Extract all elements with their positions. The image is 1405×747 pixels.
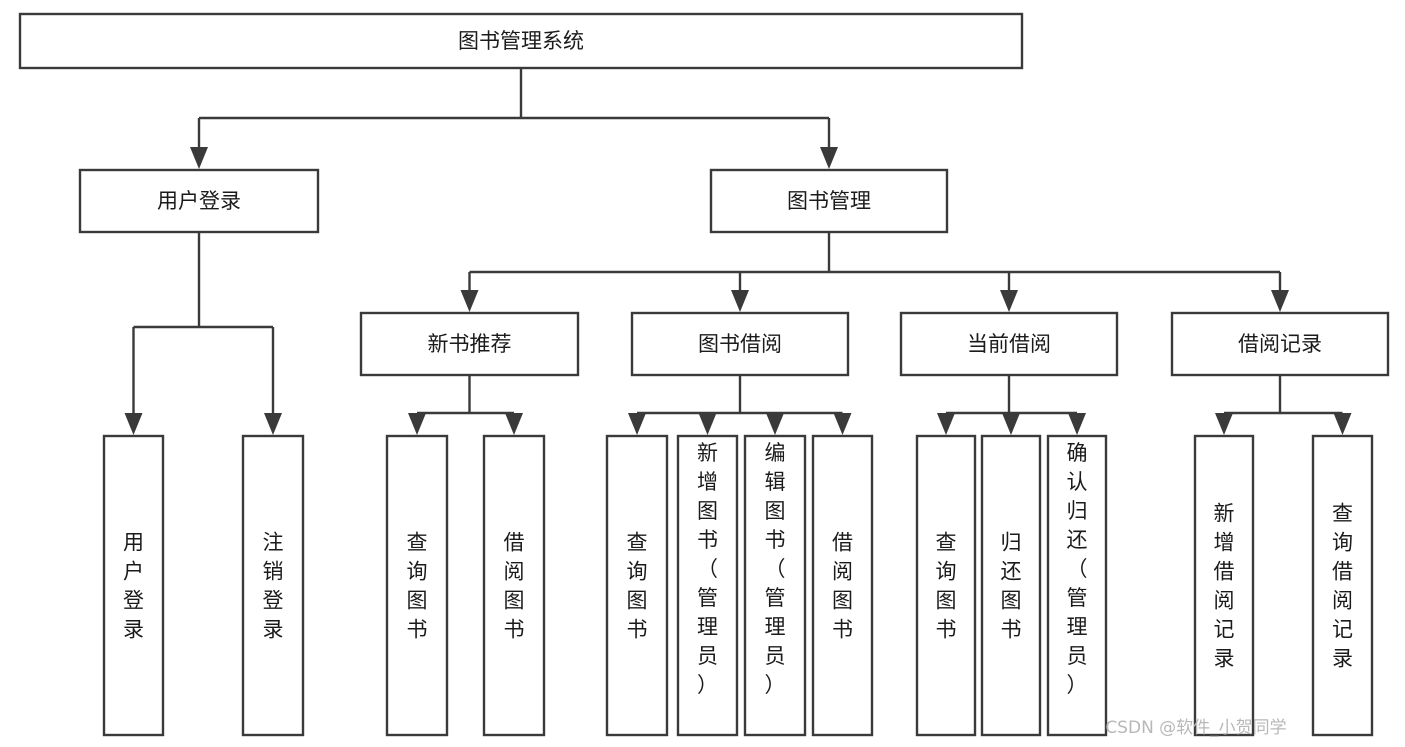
node-bb-add-book[interactable]: 新增图书（管理员） (676, 434, 739, 737)
node-label-nb-query-book: 查询图书 (407, 531, 428, 642)
node-cb-query-book[interactable]: 查询图书 (915, 434, 977, 737)
node-box-borrow-record[interactable] (1170, 311, 1390, 377)
node-label-cb-query-book: 查询图书 (936, 531, 957, 642)
arrow-head-icon (628, 413, 646, 435)
node-box-user-logout-leaf[interactable] (241, 434, 305, 737)
node-box-br-add-record[interactable] (1193, 434, 1255, 737)
arrow-head-icon (190, 147, 208, 169)
arrow-head-icon (1333, 413, 1352, 435)
node-label-user-login-leaf: 用户登录 (123, 531, 144, 642)
node-user-login[interactable]: 用户登录 (78, 168, 320, 234)
node-box-book-manage[interactable] (709, 168, 949, 234)
node-label-nb-borrow-book: 借阅图书 (504, 531, 525, 642)
node-br-query-record[interactable]: 查询借阅记录 (1311, 434, 1374, 737)
node-label-bb-add-book: 新增图书（管理员） (697, 441, 718, 697)
node-current-borrow[interactable]: 当前借阅 (899, 311, 1119, 377)
node-nb-borrow-book[interactable]: 借阅图书 (482, 434, 546, 737)
arrow-head-icon (1215, 413, 1233, 435)
node-book-manage[interactable]: 图书管理 (709, 168, 949, 234)
arrow-head-icon (820, 147, 838, 169)
node-label-br-add-record: 新增借阅记录 (1214, 502, 1235, 671)
node-box-cb-query-book[interactable] (915, 434, 977, 737)
node-br-add-record[interactable]: 新增借阅记录 (1193, 434, 1255, 737)
node-user-login-leaf[interactable]: 用户登录 (102, 434, 165, 737)
arrow-head-icon (937, 413, 955, 435)
arrow-head-icon (460, 290, 479, 312)
connector-layer (124, 68, 1352, 435)
node-label-new-book-recommend: 新书推荐 (428, 332, 512, 356)
csdn-watermark: CSDN @软件_小贺同学 (1105, 718, 1286, 738)
arrow-head-icon (1271, 290, 1289, 312)
arrow-head-icon (124, 413, 143, 435)
arrow-head-icon (408, 413, 426, 435)
node-box-book-borrow[interactable] (630, 311, 850, 377)
node-label-root: 图书管理系统 (458, 29, 584, 53)
node-bb-edit-book[interactable]: 编辑图书（管理员） (743, 434, 807, 737)
node-root[interactable]: 图书管理系统 (18, 12, 1024, 70)
node-box-bb-borrow-book[interactable] (811, 434, 874, 737)
node-label-borrow-record: 借阅记录 (1238, 332, 1322, 356)
arrow-head-icon (833, 413, 852, 435)
arrow-head-icon (264, 413, 282, 435)
arrow-head-icon (505, 413, 523, 435)
node-cb-return-book[interactable]: 归还图书 (980, 434, 1042, 737)
node-box-cb-confirm-return[interactable] (1046, 434, 1108, 737)
node-box-new-book-recommend[interactable] (359, 311, 580, 377)
node-label-bb-edit-book: 编辑图书（管理员） (765, 441, 786, 697)
node-bb-query-book[interactable]: 查询图书 (605, 434, 669, 737)
node-box-user-login-leaf[interactable] (102, 434, 165, 737)
arrow-head-icon (1000, 290, 1018, 312)
arrow-head-icon (766, 413, 784, 435)
arrow-head-icon (698, 413, 717, 435)
node-box-br-query-record[interactable] (1311, 434, 1374, 737)
node-box-bb-query-book[interactable] (605, 434, 669, 737)
node-box-cb-return-book[interactable] (980, 434, 1042, 737)
node-bb-borrow-book[interactable]: 借阅图书 (811, 434, 874, 737)
node-box-nb-borrow-book[interactable] (482, 434, 546, 737)
node-label-bb-query-book: 查询图书 (627, 531, 648, 642)
arrow-head-icon (1068, 413, 1086, 435)
node-label-cb-confirm-return: 确认归还（管理员） (1067, 441, 1088, 697)
node-label-user-logout-leaf: 注销登录 (263, 531, 284, 642)
node-user-logout-leaf[interactable]: 注销登录 (241, 434, 305, 737)
node-box-root[interactable] (18, 12, 1024, 70)
node-label-br-query-record: 查询借阅记录 (1332, 502, 1353, 671)
node-box-bb-add-book[interactable] (676, 434, 739, 737)
node-borrow-record[interactable]: 借阅记录 (1170, 311, 1390, 377)
node-new-book-recommend[interactable]: 新书推荐 (359, 311, 580, 377)
node-box-current-borrow[interactable] (899, 311, 1119, 377)
node-layer: 图书管理系统用户登录图书管理用户登录注销登录新书推荐查询图书借阅图书图书借阅查询… (18, 12, 1390, 737)
node-label-book-borrow: 图书借阅 (698, 332, 782, 356)
arrow-head-icon (1002, 413, 1020, 435)
node-box-user-login[interactable] (78, 168, 320, 234)
node-label-bb-borrow-book: 借阅图书 (832, 531, 853, 642)
node-label-current-borrow: 当前借阅 (967, 332, 1051, 356)
node-box-bb-edit-book[interactable] (743, 434, 807, 737)
node-nb-query-book[interactable]: 查询图书 (385, 434, 449, 737)
node-book-borrow[interactable]: 图书借阅 (630, 311, 850, 377)
node-label-cb-return-book: 归还图书 (1001, 531, 1022, 642)
node-cb-confirm-return[interactable]: 确认归还（管理员） (1046, 434, 1108, 737)
arrow-head-icon (731, 290, 749, 312)
node-box-nb-query-book[interactable] (385, 434, 449, 737)
node-label-user-login: 用户登录 (157, 189, 241, 213)
node-label-book-manage: 图书管理 (787, 189, 871, 213)
